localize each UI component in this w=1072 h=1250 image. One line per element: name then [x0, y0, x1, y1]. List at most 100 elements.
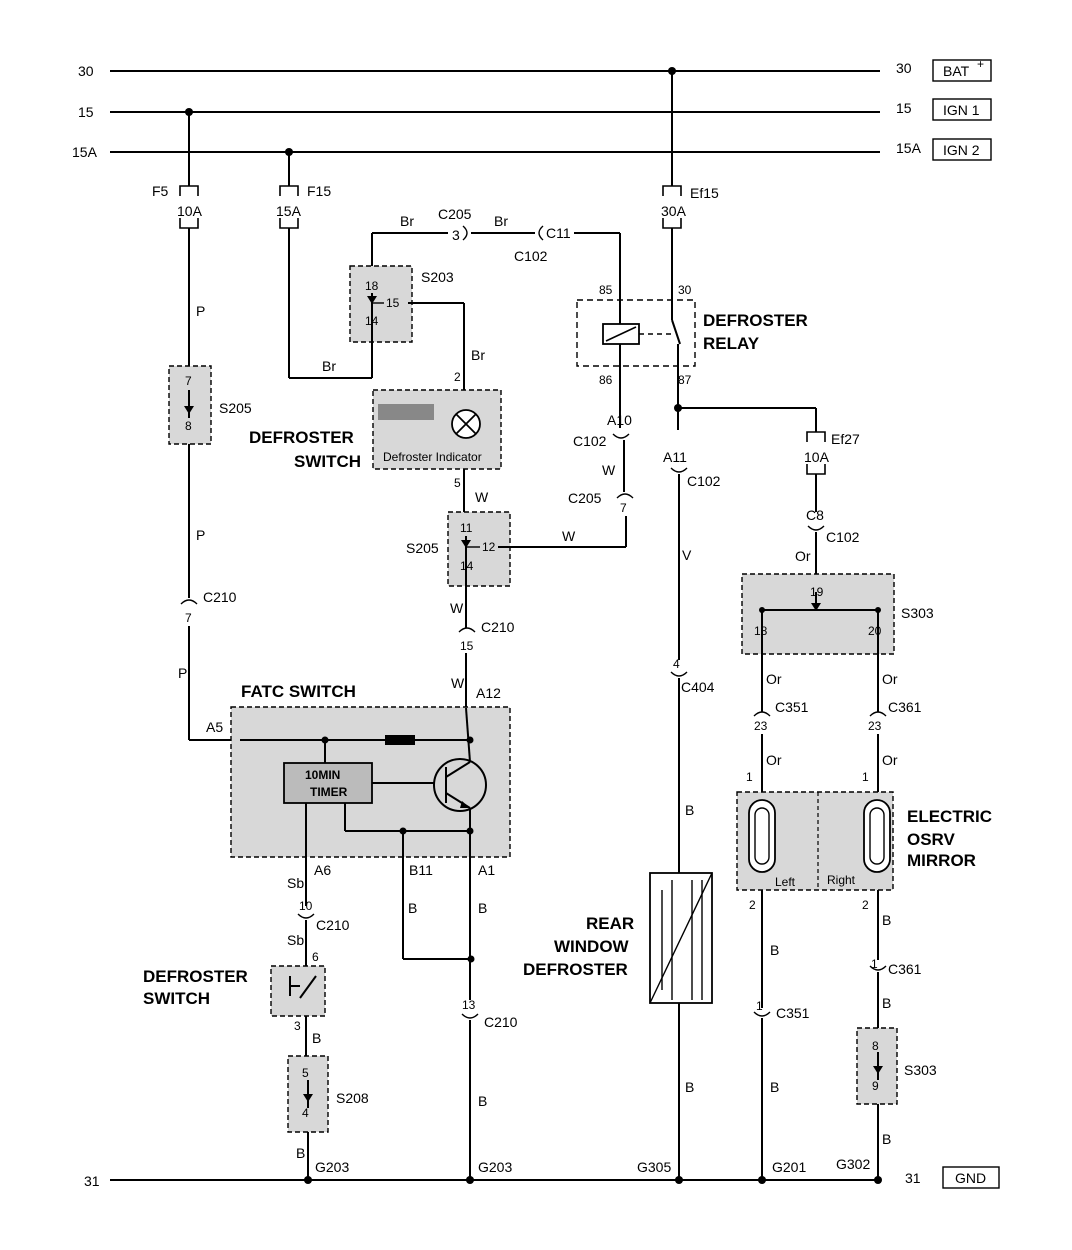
svg-text:S303: S303: [901, 605, 934, 621]
svg-text:RELAY: RELAY: [703, 334, 760, 353]
svg-text:Br: Br: [471, 347, 485, 363]
svg-text:Right: Right: [827, 873, 856, 887]
svg-text:GND: GND: [955, 1170, 986, 1186]
svg-text:18: 18: [754, 624, 768, 638]
svg-text:4: 4: [673, 657, 680, 671]
connector-c351-1: 1 C351: [753, 999, 810, 1021]
svg-text:Or: Or: [795, 548, 811, 564]
svg-text:C102: C102: [514, 248, 548, 264]
svg-text:S205: S205: [219, 400, 252, 416]
rail-30: 30 30 BAT +: [78, 57, 992, 82]
fuse-ef15: Ef15 30A: [661, 71, 719, 285]
svg-text:C210: C210: [481, 619, 515, 635]
svg-text:9: 9: [872, 1079, 879, 1093]
fuse-f5: F5 10A: [152, 112, 203, 370]
connector-c210-7: C210 7: [180, 589, 237, 625]
svg-text:B: B: [770, 942, 779, 958]
svg-text:2: 2: [749, 898, 756, 912]
gnd-tag: [942, 1166, 1000, 1189]
svg-text:7: 7: [185, 611, 192, 625]
connector-c404: 4 C404: [670, 657, 715, 695]
svg-text:C210: C210: [203, 589, 237, 605]
svg-text:Defroster Indicator: Defroster Indicator: [383, 450, 482, 464]
svg-text:B: B: [312, 1030, 321, 1046]
svg-text:13: 13: [462, 998, 476, 1012]
svg-text:C351: C351: [775, 699, 809, 715]
svg-text:G201: G201: [772, 1159, 806, 1175]
svg-text:8: 8: [185, 419, 192, 433]
splice-s208: 5 4 S208: [287, 1055, 369, 1133]
svg-text:S203: S203: [421, 269, 454, 285]
fuse-ef27: Ef27 10A: [804, 408, 860, 512]
svg-text:3: 3: [294, 1019, 301, 1033]
svg-text:30: 30: [896, 60, 912, 76]
svg-text:IGN 2: IGN 2: [943, 142, 980, 158]
fuse-f15: F15 15A Br: [276, 152, 372, 379]
svg-text:C205: C205: [568, 490, 602, 506]
svg-text:23: 23: [868, 719, 882, 733]
c205-c11-line: Br C205 3 Br C11 C102: [371, 206, 621, 310]
svg-text:23: 23: [754, 719, 768, 733]
svg-text:C205: C205: [438, 206, 472, 222]
svg-text:Or: Or: [882, 671, 898, 687]
svg-text:DEFROSTER: DEFROSTER: [249, 428, 354, 447]
svg-text:A5: A5: [206, 719, 223, 735]
svg-text:G302: G302: [836, 1156, 870, 1172]
rear-window-defroster: REAR WINDOW DEFROSTER: [523, 872, 713, 1004]
svg-text:Ef27: Ef27: [831, 431, 860, 447]
rail-15: 15 15 IGN 1: [78, 98, 992, 121]
svg-text:G203: G203: [315, 1159, 349, 1175]
svg-text:31: 31: [84, 1173, 100, 1189]
svg-text:30: 30: [678, 283, 692, 297]
svg-text:15A: 15A: [72, 144, 98, 160]
svg-text:7: 7: [185, 374, 192, 388]
svg-text:Or: Or: [766, 671, 782, 687]
svg-text:SWITCH: SWITCH: [143, 989, 210, 1008]
svg-text:DEFROSTER: DEFROSTER: [703, 311, 808, 330]
svg-text:5: 5: [454, 476, 461, 490]
svg-text:B: B: [478, 1093, 487, 1109]
svg-text:7: 7: [620, 501, 627, 515]
svg-text:C351: C351: [776, 1005, 810, 1021]
svg-text:15A: 15A: [896, 140, 922, 156]
rail-31: 31 31 GND: [84, 1166, 1000, 1189]
svg-text:A11: A11: [663, 449, 687, 465]
svg-text:15A: 15A: [276, 203, 302, 219]
ign1-tag: [932, 98, 992, 121]
svg-text:OSRV: OSRV: [907, 830, 956, 849]
svg-text:S303: S303: [904, 1062, 937, 1078]
svg-text:4: 4: [302, 1106, 309, 1120]
svg-text:11: 11: [460, 521, 473, 535]
svg-text:30: 30: [78, 63, 94, 79]
svg-text:85: 85: [599, 283, 613, 297]
svg-text:FATC SWITCH: FATC SWITCH: [241, 682, 356, 701]
splice-s205-upper: 7 8 S205: [168, 365, 252, 445]
splice-s205-lower: 11 12 14 S205: [406, 511, 511, 587]
fatc-switch: FATC SWITCH 10MIN TIMER: [230, 682, 511, 858]
svg-text:B: B: [882, 912, 891, 928]
svg-text:30A: 30A: [661, 203, 687, 219]
svg-text:BAT: BAT: [943, 63, 970, 79]
svg-text:2: 2: [862, 898, 869, 912]
svg-text:Br: Br: [494, 213, 508, 229]
svg-text:W: W: [450, 600, 464, 616]
svg-text:B: B: [882, 995, 891, 1011]
svg-text:87: 87: [678, 373, 692, 387]
svg-text:2: 2: [454, 370, 461, 384]
svg-text:C11: C11: [546, 225, 571, 241]
svg-text:Or: Or: [766, 752, 782, 768]
svg-text:10MIN: 10MIN: [305, 768, 340, 782]
svg-text:Br: Br: [400, 213, 414, 229]
svg-text:Sb: Sb: [287, 932, 304, 948]
svg-text:86: 86: [599, 373, 613, 387]
electric-osrv-mirror: Left Right ELECTRIC OSRV MIRROR: [736, 791, 992, 891]
svg-text:1: 1: [756, 999, 763, 1013]
rail-15a: 15A 15A IGN 2: [72, 138, 992, 161]
svg-text:5: 5: [302, 1066, 309, 1080]
svg-text:+: +: [977, 57, 984, 71]
svg-text:W: W: [451, 675, 465, 691]
svg-text:12: 12: [482, 540, 496, 554]
svg-text:C102: C102: [826, 529, 860, 545]
